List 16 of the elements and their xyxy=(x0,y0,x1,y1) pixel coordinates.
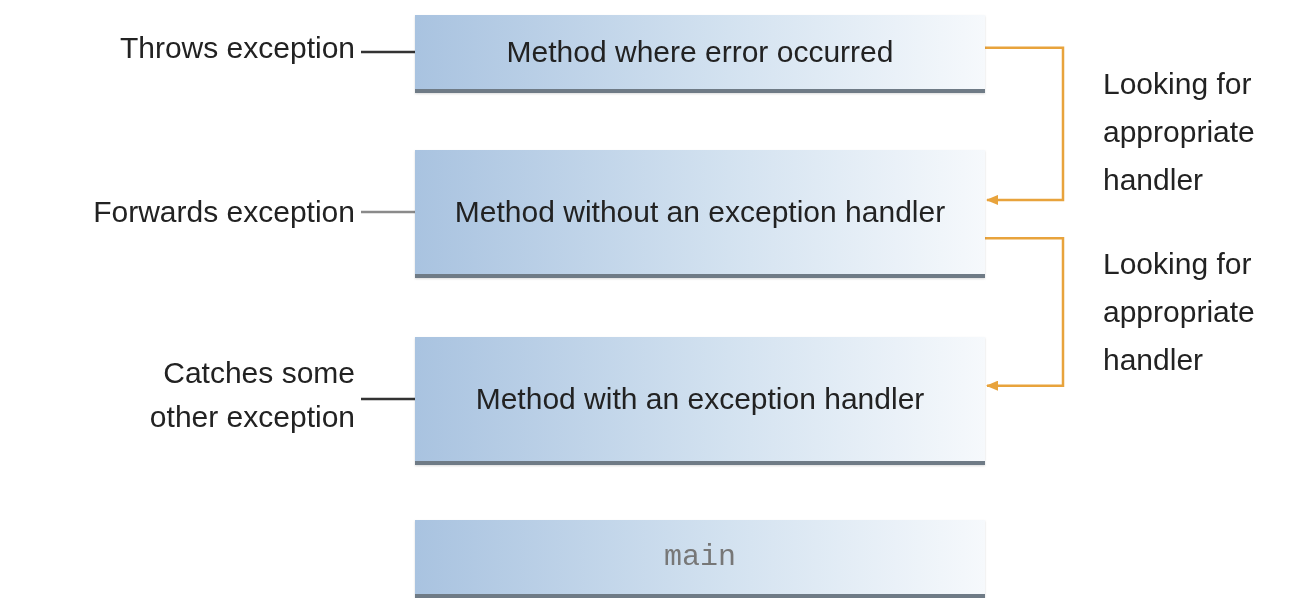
method-box xyxy=(415,150,985,278)
arrow xyxy=(985,46,1065,205)
method-label: Method where error occurred xyxy=(506,34,894,70)
connector-line xyxy=(361,50,415,54)
method-box xyxy=(415,337,985,465)
annotation-text: Forwards exception xyxy=(93,194,355,230)
annotation-text: Throws exception xyxy=(119,30,355,66)
connector-line xyxy=(361,397,415,401)
method-box xyxy=(415,520,985,598)
method-label: Method without an exception handler xyxy=(454,194,946,230)
arrow xyxy=(985,237,1065,391)
method-label: Method with an exception handler xyxy=(475,381,925,417)
connector-line xyxy=(361,210,415,214)
annotation-text: Catches some other exception xyxy=(148,355,355,435)
method-box xyxy=(415,15,985,93)
method-label: main xyxy=(664,539,736,576)
